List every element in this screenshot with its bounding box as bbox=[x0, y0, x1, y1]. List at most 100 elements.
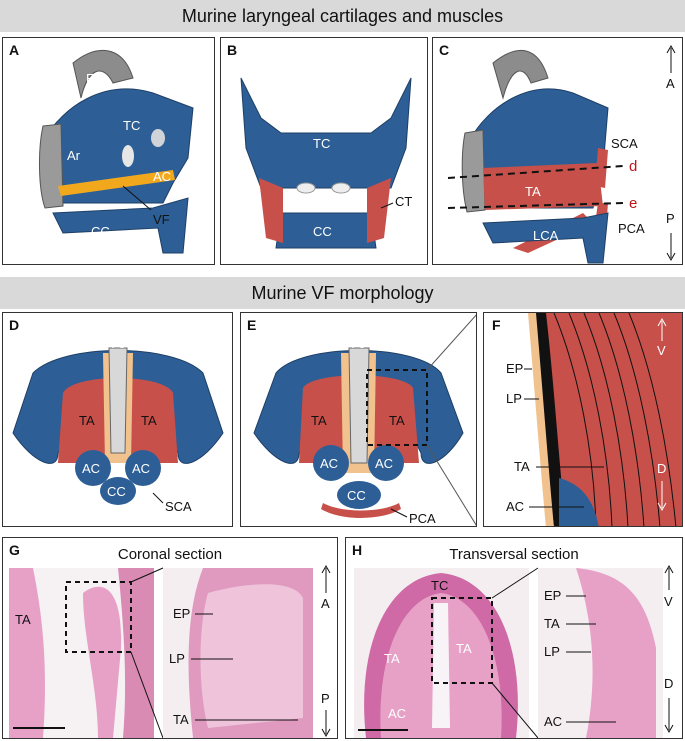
label-ta: TA bbox=[525, 184, 541, 199]
label-sca: SCA bbox=[611, 136, 638, 151]
ep-band bbox=[528, 313, 554, 526]
header-cartilages-muscles: Murine laryngeal cartilages and muscles bbox=[0, 0, 685, 32]
cricoid-cartilage-shape bbox=[482, 212, 609, 264]
label-v: V bbox=[664, 594, 673, 609]
label-ta: TA bbox=[173, 712, 189, 727]
label-ta-left: TA bbox=[384, 651, 400, 666]
label-lp: LP bbox=[506, 391, 522, 406]
zoom-line-bottom bbox=[426, 444, 476, 526]
vf-leader-line bbox=[122, 185, 152, 211]
panel-e: TC TA TA AC AC CC PCA E bbox=[240, 312, 477, 527]
label-ct: CT bbox=[395, 194, 412, 209]
label-e: e bbox=[629, 195, 637, 212]
glottis-shape bbox=[348, 347, 370, 464]
cricothyroid-opening-right bbox=[331, 182, 351, 194]
panel-letter-f: F bbox=[490, 317, 503, 333]
cricoid-cartilage-shape bbox=[52, 197, 189, 254]
label-sca: SCA bbox=[165, 499, 192, 514]
label-tc: TC bbox=[123, 118, 140, 133]
sca-leader-line bbox=[152, 492, 164, 504]
label-p: P bbox=[666, 211, 675, 226]
label-tc: TC bbox=[313, 136, 330, 151]
label-p: P bbox=[321, 691, 330, 706]
panel-g-illustration: TA EP LP TA A P bbox=[9, 564, 331, 738]
arrowhead-up-icon bbox=[321, 564, 331, 574]
foramen-shape-2 bbox=[122, 145, 134, 167]
label-ar: Ar bbox=[67, 148, 81, 163]
panel-g-title: Coronal section bbox=[117, 546, 223, 563]
section-line-e bbox=[447, 202, 624, 209]
cricoid-shape bbox=[100, 477, 136, 505]
panel-c: TA LCA SCA d e PCA A P C bbox=[432, 37, 683, 265]
label-ta-left: TA bbox=[15, 612, 31, 627]
muscle-fibers bbox=[553, 313, 677, 526]
zoom-box bbox=[431, 597, 493, 684]
panel-c-illustration: TA LCA SCA d e PCA A P bbox=[447, 44, 676, 264]
label-epi: Epi bbox=[86, 71, 105, 86]
panel-letter-g: G bbox=[9, 542, 20, 558]
pca-leader-line bbox=[390, 508, 408, 518]
label-ac-left: AC bbox=[320, 456, 338, 471]
sca-muscle bbox=[595, 148, 608, 188]
header-vf-morphology: Murine VF morphology bbox=[0, 277, 685, 309]
label-lp: LP bbox=[544, 644, 560, 659]
ct-leader-line bbox=[380, 202, 394, 209]
label-d: D bbox=[657, 461, 666, 476]
label-ac-right: AC bbox=[375, 456, 393, 471]
arytenoid-zoom bbox=[559, 478, 599, 526]
label-d: d bbox=[629, 158, 637, 175]
cricoid-shape bbox=[337, 481, 381, 509]
panel-h: TC TA TA AC EP TA LP AC V D Transversal … bbox=[345, 537, 683, 739]
label-d: D bbox=[664, 676, 673, 691]
panel-b: TC CC CT B bbox=[220, 37, 428, 265]
arytenoid-plate-shape bbox=[461, 129, 486, 213]
tissue-high-mag bbox=[576, 568, 656, 738]
label-ac-right: AC bbox=[132, 461, 150, 476]
label-a: A bbox=[666, 76, 675, 91]
zoom-box bbox=[366, 369, 428, 446]
arrowhead-down-icon bbox=[666, 252, 676, 262]
label-ac2: AC bbox=[544, 714, 562, 729]
arytenoid-right bbox=[125, 450, 161, 486]
panel-letter-c: C bbox=[439, 42, 450, 58]
label-pca: PCA bbox=[409, 511, 436, 526]
glottis-gap bbox=[432, 603, 450, 728]
panel-f-illustration: EP LP TA AC V D bbox=[506, 313, 682, 526]
panel-letter-a: A bbox=[9, 42, 20, 58]
panel-h-illustration: TC TA TA AC EP TA LP AC V D bbox=[354, 564, 674, 738]
label-ta: TA bbox=[514, 459, 530, 474]
label-ac-left: AC bbox=[82, 461, 100, 476]
arrowhead-down-icon bbox=[657, 502, 667, 512]
zoom-line-bottom bbox=[491, 682, 539, 738]
label-tc: TC bbox=[431, 578, 448, 593]
zoom-line-top bbox=[130, 567, 164, 583]
label-ta-right: TA bbox=[389, 413, 405, 428]
panel-a: Epi TC Ar AC CC VF A bbox=[2, 37, 215, 265]
label-cc: CC bbox=[107, 484, 126, 499]
label-ac: AC bbox=[388, 706, 406, 721]
label-lca: LCA bbox=[533, 228, 559, 243]
vocal-fold-shape bbox=[58, 170, 175, 196]
cricothyroid-opening-left bbox=[296, 182, 316, 194]
label-ac: AC bbox=[506, 499, 524, 514]
ct-muscle-right bbox=[367, 178, 391, 243]
label-ta: TA bbox=[544, 616, 560, 631]
label-ta-right: TA bbox=[141, 413, 157, 428]
label-cc: CC bbox=[347, 488, 366, 503]
panel-d: TC TA TA AC AC CC SCA D bbox=[2, 312, 233, 527]
label-ep: EP bbox=[173, 606, 190, 621]
ta-muscle bbox=[483, 163, 603, 210]
arrowhead-down-icon bbox=[664, 724, 674, 734]
panel-b-illustration: TC CC CT bbox=[240, 77, 412, 249]
label-ac: AC bbox=[153, 169, 171, 184]
zoom-line-bottom bbox=[130, 651, 164, 738]
tissue-right bbox=[118, 568, 154, 738]
label-ta-left: TA bbox=[79, 413, 95, 428]
panel-letter-h: H bbox=[352, 542, 363, 558]
zoom-box bbox=[65, 581, 132, 653]
lp-region bbox=[200, 584, 303, 728]
panel-g: TA EP LP TA A P Coronal section G bbox=[2, 537, 338, 739]
label-ep: EP bbox=[544, 588, 561, 603]
panel-h-title: Transversal section bbox=[449, 546, 579, 563]
arytenoid-plate-shape bbox=[39, 123, 64, 209]
